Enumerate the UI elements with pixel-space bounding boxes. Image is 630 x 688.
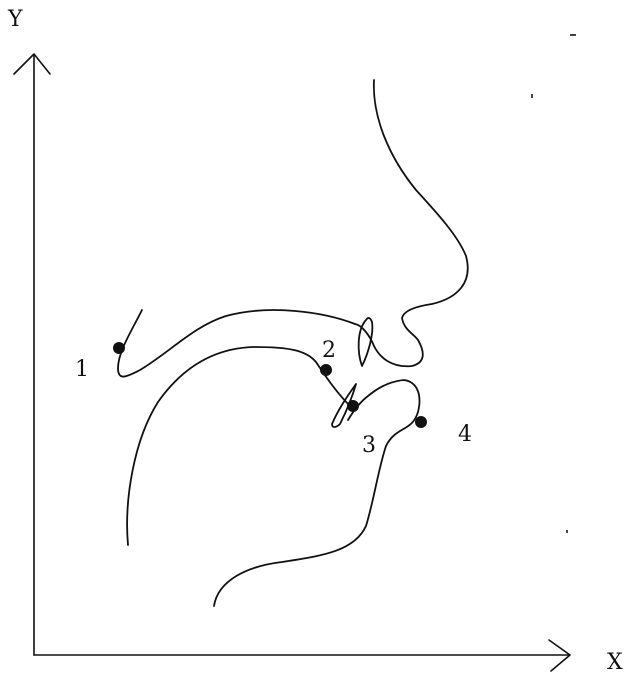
point-4-label: 4 [458, 422, 472, 447]
axes: Y X [7, 7, 623, 675]
measurement-points: 1 2 3 4 [75, 338, 472, 458]
lower-lip-chin [214, 380, 419, 606]
point-4-marker [415, 416, 427, 428]
point-3-marker [347, 400, 359, 412]
profile-outline [118, 80, 468, 606]
point-2-marker [320, 364, 332, 376]
x-axis-label: X [607, 650, 623, 675]
scan-specks [531, 34, 576, 533]
y-axis-label: Y [7, 7, 23, 32]
point-1-marker [113, 342, 125, 354]
point-2-label: 2 [322, 338, 336, 363]
point-3-label: 3 [362, 433, 376, 458]
tongue-contour [127, 347, 350, 545]
y-axis-arrowhead [14, 54, 50, 74]
point-1-label: 1 [75, 357, 89, 382]
upper-lip [359, 318, 373, 366]
